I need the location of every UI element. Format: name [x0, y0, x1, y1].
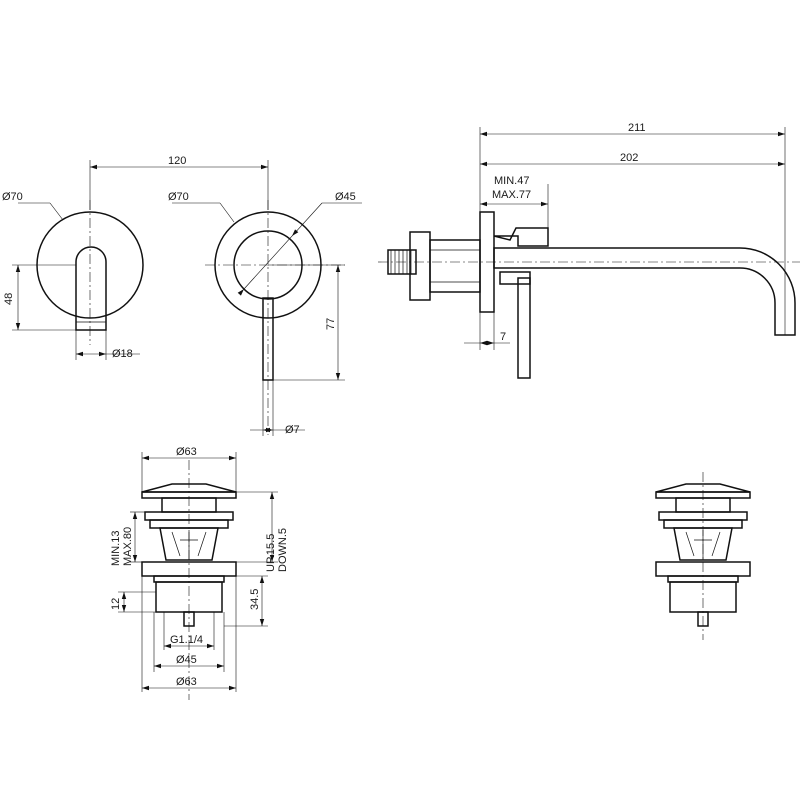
arrowhead [778, 161, 785, 167]
arrowhead [237, 289, 244, 296]
label-w7: 7 [500, 331, 506, 343]
arrowhead [15, 265, 21, 272]
drain-cage [673, 527, 733, 561]
arrowhead [335, 265, 341, 272]
label-down5: DOWN.5 [277, 528, 289, 572]
lever-cap [493, 227, 549, 247]
label-w211: 211 [628, 122, 646, 134]
lever-front-view [172, 200, 362, 436]
lever-hub [499, 271, 531, 285]
spout-outline [75, 246, 107, 331]
leader [219, 202, 235, 223]
side-view [378, 127, 800, 379]
label-min47: MIN.47 [494, 175, 529, 187]
label-d45-top: Ø45 [335, 191, 356, 203]
label-h345: 34.5 [249, 589, 261, 610]
arrowhead [480, 201, 487, 207]
arrowhead [487, 340, 494, 346]
arrowhead [259, 576, 265, 583]
label-d70-mid: Ø70 [168, 191, 189, 203]
arrowhead [76, 351, 83, 357]
arrowhead [778, 131, 785, 137]
valve-housing [429, 239, 481, 293]
label-min13: MIN.13 [110, 531, 122, 566]
label-h48: 48 [3, 293, 15, 305]
spout-side [493, 247, 796, 336]
arrowhead [132, 555, 138, 562]
label-h77: 77 [325, 318, 337, 330]
arrowhead [261, 164, 268, 170]
label-d7: Ø7 [285, 424, 300, 436]
label-d63-top: Ø63 [176, 446, 197, 458]
arrowhead [292, 229, 299, 236]
arrowhead [142, 685, 149, 691]
label-w120: 120 [168, 155, 186, 167]
arrowhead [269, 555, 275, 562]
dimension-line [243, 202, 323, 290]
arrowhead [15, 323, 21, 330]
spout-front-view [12, 200, 144, 360]
arrowhead [541, 201, 548, 207]
arrowhead [142, 455, 149, 461]
arrowhead [121, 605, 127, 612]
arrowhead [229, 685, 236, 691]
label-max77: MAX.77 [492, 189, 531, 201]
drain-plain-view [655, 472, 751, 640]
drain-dimensioned-view [118, 452, 278, 700]
arrowhead [480, 340, 487, 346]
arrowhead [266, 427, 273, 433]
arrowhead [164, 643, 171, 649]
arrowhead [480, 131, 487, 137]
arrowhead [335, 373, 341, 380]
arrowhead [121, 592, 127, 599]
valve-body [409, 231, 431, 301]
label-d45-bottom: Ø45 [176, 654, 197, 666]
arrowhead [99, 351, 106, 357]
arrowhead [259, 619, 265, 626]
label-max80: MAX.80 [122, 527, 134, 566]
arrowhead [90, 164, 97, 170]
label-h12: 12 [110, 598, 122, 610]
label-d70-left: Ø70 [2, 191, 23, 203]
label-w202: 202 [620, 152, 638, 164]
lever-side [517, 277, 531, 379]
drain-cage [159, 527, 219, 561]
label-d63-bottom: Ø63 [176, 676, 197, 688]
arrowhead [480, 161, 487, 167]
label-thread: G1.1/4 [170, 634, 203, 646]
arrowhead [207, 643, 214, 649]
dimension-120 [89, 160, 269, 210]
leader [49, 202, 64, 221]
arrowhead [217, 663, 224, 669]
arrowhead [269, 492, 275, 499]
arrowhead [229, 455, 236, 461]
arrowhead [132, 512, 138, 519]
label-up155: UP.15.5 [265, 534, 277, 572]
arrowhead [154, 663, 161, 669]
label-d18: Ø18 [112, 348, 133, 360]
